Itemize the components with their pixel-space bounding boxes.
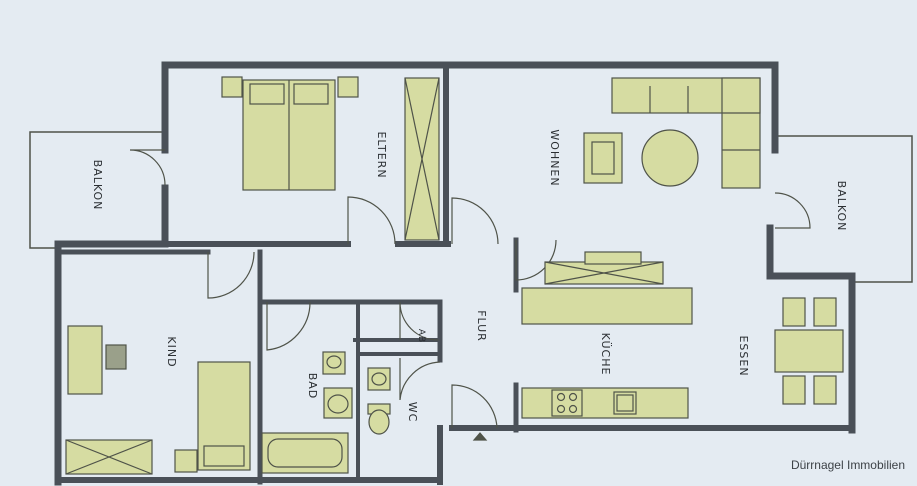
furniture xyxy=(65,76,844,475)
door-entrance xyxy=(451,384,498,429)
door-balcony-left xyxy=(129,149,166,186)
double-bed xyxy=(221,76,359,191)
door-ab xyxy=(399,301,439,341)
kids-wardrobe xyxy=(65,439,153,475)
kitchen-counter-top xyxy=(521,287,693,325)
room-labels: BALKON ELTERN WOHNEN BALKON KIND FLUR KÜ… xyxy=(91,129,848,422)
label-essen: ESSEN xyxy=(737,335,750,376)
door-balcony-right xyxy=(774,192,811,229)
label-balkon-left: BALKON xyxy=(91,160,104,211)
door-wc xyxy=(399,358,441,401)
dining-chairs xyxy=(782,297,837,405)
balconies xyxy=(29,131,913,283)
toilet xyxy=(367,403,391,435)
door-wohnen xyxy=(451,197,499,245)
door-kitchen xyxy=(515,239,557,281)
label-ab: AB xyxy=(416,329,426,343)
entrance-marker xyxy=(472,432,488,441)
label-balkon-right: BALKON xyxy=(835,181,848,232)
balcony-right-outline xyxy=(777,135,913,283)
label-eltern: ELTERN xyxy=(375,131,388,178)
watermark: Dürrnagel Immobilien xyxy=(790,458,905,472)
door-kind xyxy=(207,251,255,299)
label-kueche: KÜCHE xyxy=(599,333,612,376)
door-bad xyxy=(266,301,311,351)
door-eltern xyxy=(347,196,396,245)
tv-bench xyxy=(544,251,664,285)
bathroom-sink xyxy=(322,351,346,375)
walls xyxy=(54,61,856,486)
balcony-left-outline xyxy=(29,131,165,249)
label-bad: BAD xyxy=(306,373,319,400)
label-wohnen: WOHNEN xyxy=(548,129,561,186)
armchair xyxy=(583,132,623,184)
sofa xyxy=(611,77,761,189)
wall-top xyxy=(161,61,779,154)
doors xyxy=(129,149,811,441)
kitchen-counter-bottom xyxy=(521,387,689,419)
bathroom-sink-2 xyxy=(323,387,353,419)
nightstand xyxy=(174,449,198,473)
wc-sink xyxy=(367,367,391,391)
single-bed xyxy=(197,361,251,471)
label-flur: FLUR xyxy=(475,310,488,342)
dining-table xyxy=(774,329,844,373)
coffee-table xyxy=(641,129,699,187)
desk-chair xyxy=(105,344,127,370)
wall-right xyxy=(766,224,856,434)
desk xyxy=(67,325,103,395)
bathtub xyxy=(261,432,349,474)
label-wc: WC xyxy=(406,402,419,423)
wardrobe xyxy=(404,77,440,241)
label-kind: KIND xyxy=(165,336,178,367)
wall-left-lower xyxy=(54,184,169,486)
